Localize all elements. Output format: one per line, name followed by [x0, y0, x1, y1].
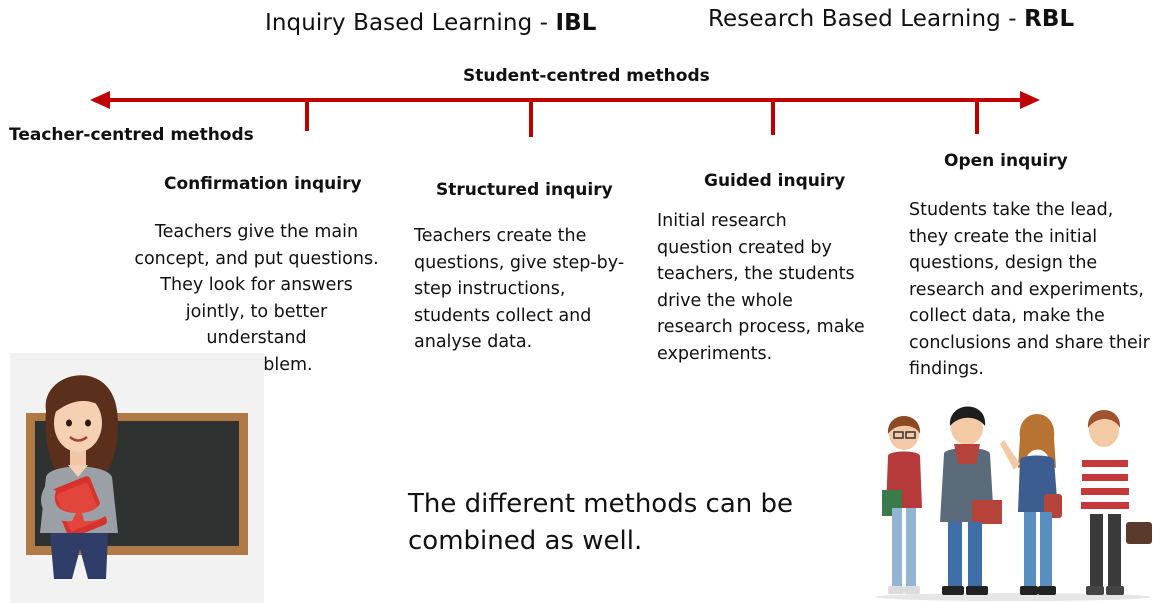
stage-title-guided: Guided inquiry: [704, 171, 846, 191]
student-boy-striped-icon: [1080, 410, 1152, 595]
student-boy-scarf-icon: [940, 406, 1002, 595]
stage-description-confirmation: Teachers give the main concept, and put …: [134, 222, 379, 375]
student-centred-label: Student-centred methods: [463, 66, 710, 86]
ibl-abbreviation: IBL: [555, 10, 597, 36]
ibl-header-text: Inquiry Based Learning -: [265, 10, 556, 36]
rbl-header: Research Based Learning - RBL: [708, 6, 1074, 32]
rbl-header-text: Research Based Learning -: [708, 6, 1025, 32]
stage-title-structured: Structured inquiry: [436, 180, 613, 200]
combined-methods-note: The different methods can be combined as…: [408, 489, 793, 556]
teacher-figure-icon: [40, 375, 119, 579]
stage-title-confirmation: Confirmation inquiry: [164, 174, 362, 194]
students-group-illustration: [875, 406, 1152, 601]
stage-title-open: Open inquiry: [944, 151, 1068, 171]
teacher-with-blackboard-illustration: [10, 353, 264, 603]
stage-description-structured: Teachers create the questions, give step…: [414, 226, 625, 352]
teacher-centred-label: Teacher-centred methods: [9, 125, 254, 145]
ibl-header: Inquiry Based Learning - IBL: [265, 10, 597, 36]
student-girl-glasses-icon: [882, 416, 922, 594]
timeline-arrow-head-right: [1020, 91, 1040, 109]
stage-description-guided: Initial research question created by tea…: [657, 211, 865, 364]
rbl-abbreviation: RBL: [1024, 6, 1075, 32]
stage-description-open: Students take the lead, they create the …: [909, 200, 1150, 379]
timeline-arrow-head-left: [90, 91, 110, 109]
student-girl-waving-icon: [1000, 414, 1062, 595]
